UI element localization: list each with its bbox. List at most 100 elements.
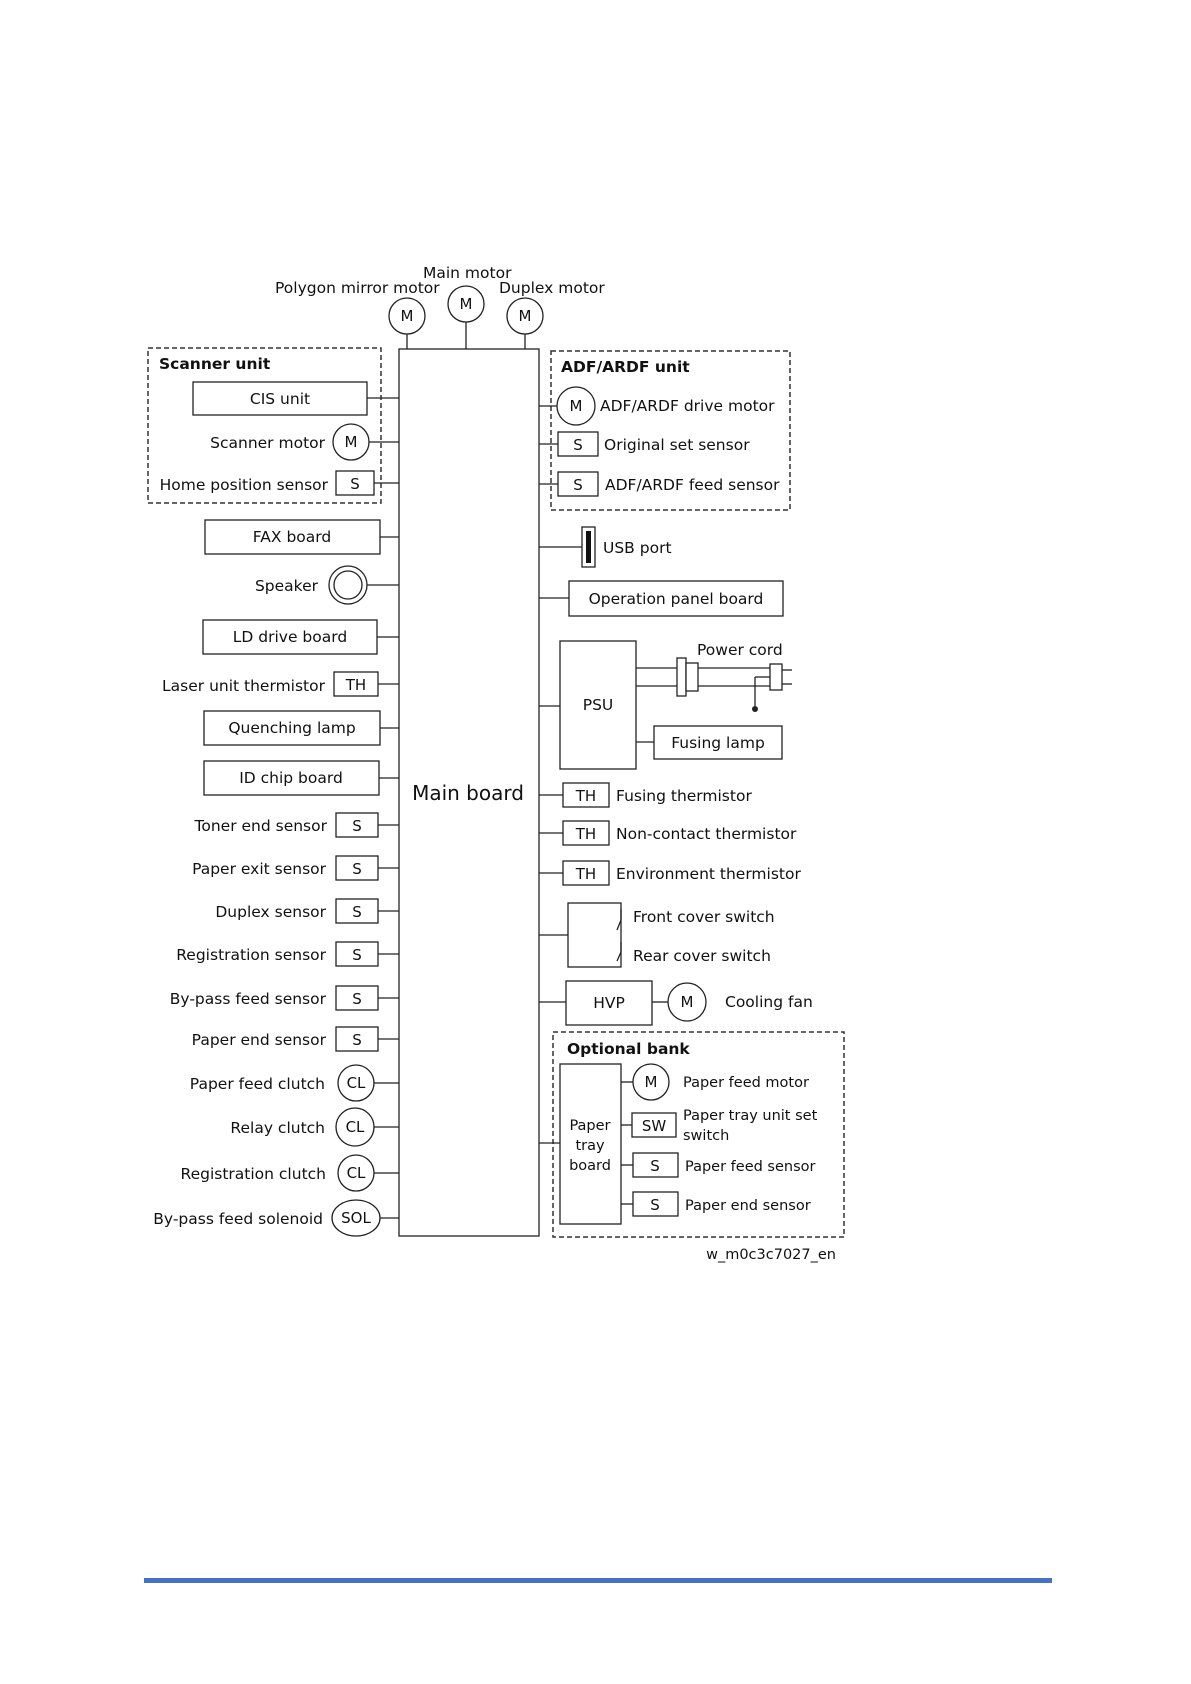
fusing-lamp-box	[653, 725, 783, 760]
polygon-mirror-motor-label: Polygon mirror motor	[275, 279, 440, 297]
main-motor-label: Main motor	[423, 264, 512, 282]
bypass-feed-solenoid-label: By-pass feed solenoid	[153, 1210, 323, 1228]
duplex-sensor-symbol	[335, 898, 379, 924]
original-set-sensor-label: Original set sensor	[604, 436, 750, 454]
fax-board-label: FAX board	[253, 528, 331, 546]
cis-unit-box	[192, 381, 368, 416]
operation-panel-board-box	[568, 580, 784, 617]
opt-paper-feed-sensor-label: Paper feed sensor	[685, 1159, 816, 1175]
hvp-label: HVP	[593, 994, 625, 1012]
power-plug-icon	[769, 663, 783, 691]
usb-port-icon-inner	[586, 531, 591, 563]
right-components: USB port Operation panel board PSU Power…	[539, 526, 813, 1026]
left-components: FAX board Speaker LD drive board Laser u…	[153, 519, 399, 1237]
paper-end-sensor-symbol	[335, 1026, 379, 1052]
toner-end-sensor-s: S	[352, 817, 362, 835]
ground-icon	[752, 706, 758, 712]
id-chip-board-label: ID chip board	[239, 769, 343, 787]
bypass-feed-sensor-label: By-pass feed sensor	[170, 990, 327, 1008]
adf-unit: ADF/ARDF unit M ADF/ARDF drive motor S O…	[539, 350, 791, 511]
original-set-sensor-s: S	[573, 436, 583, 454]
paper-feed-clutch-cl: CL	[347, 1074, 366, 1092]
power-cord-connector-body	[685, 662, 699, 692]
opt-paper-end-sensor-symbol	[632, 1191, 679, 1217]
operation-panel-board-label: Operation panel board	[589, 590, 764, 608]
cooling-fan-label: Cooling fan	[725, 993, 813, 1011]
main-board	[398, 348, 540, 1237]
bypass-feed-solenoid-sol: SOL	[341, 1209, 371, 1227]
noncontact-thermistor-th: TH	[575, 825, 596, 843]
main-motor-m: M	[460, 295, 473, 313]
environment-thermistor-symbol	[562, 860, 610, 886]
duplex-sensor-label: Duplex sensor	[215, 903, 326, 921]
paper-end-sensor-label: Paper end sensor	[192, 1031, 327, 1049]
power-cord-connector	[676, 657, 687, 697]
opt-paper-end-sensor-label: Paper end sensor	[685, 1198, 811, 1214]
bypass-feed-sensor-symbol	[335, 985, 379, 1011]
scanner-unit: Scanner unit CIS unit Scanner motor M Ho…	[147, 347, 399, 504]
figure-id: w_m0c3c7027_en	[706, 1247, 836, 1263]
paper-exit-sensor-s: S	[352, 860, 362, 878]
scanner-motor-m: M	[345, 433, 358, 451]
optional-bank: Optional bank Paper tray board M Paper f…	[539, 1031, 845, 1238]
quenching-lamp-label: Quenching lamp	[228, 719, 355, 737]
footer-rule	[144, 1578, 1052, 1583]
adf-feed-sensor-label: ADF/ARDF feed sensor	[605, 476, 780, 494]
fusing-lamp-label: Fusing lamp	[671, 734, 765, 752]
ld-drive-board-box	[202, 619, 378, 655]
adf-feed-sensor-symbol	[557, 471, 599, 497]
home-position-sensor-label: Home position sensor	[160, 476, 329, 494]
adf-drive-motor-m: M	[570, 397, 583, 415]
toner-end-sensor-symbol	[335, 812, 379, 838]
adf-drive-motor-symbol	[556, 386, 596, 426]
tray-unit-set-switch-sw: SW	[642, 1117, 667, 1135]
paper-tray-board-label-3: board	[569, 1158, 611, 1174]
paper-exit-sensor-label: Paper exit sensor	[192, 860, 327, 878]
psu-box	[559, 640, 637, 770]
cooling-fan-symbol	[667, 982, 707, 1022]
opt-paper-feed-sensor-symbol	[632, 1152, 679, 1178]
optional-bank-title: Optional bank	[567, 1040, 690, 1058]
registration-sensor-label: Registration sensor	[176, 946, 326, 964]
quenching-lamp-box	[203, 710, 381, 746]
duplex-motor-label: Duplex motor	[499, 279, 605, 297]
registration-sensor-symbol	[335, 941, 379, 967]
registration-sensor-s: S	[352, 946, 362, 964]
paper-tray-board-box	[559, 1063, 622, 1225]
duplex-motor-m: M	[519, 307, 532, 325]
tray-unit-set-switch-label-1: Paper tray unit set	[683, 1108, 818, 1124]
rear-cover-switch-label: Rear cover switch	[633, 947, 771, 965]
paper-feed-motor-label: Paper feed motor	[683, 1075, 809, 1091]
opt-paper-feed-sensor-s: S	[650, 1157, 660, 1175]
fax-board-box	[204, 519, 381, 555]
main-board-label: Main board	[412, 781, 524, 805]
home-position-sensor-s: S	[350, 475, 360, 493]
laser-unit-thermistor-th: TH	[345, 676, 366, 694]
hvp-box	[565, 980, 653, 1026]
paper-tray-board-label-1: Paper	[569, 1118, 610, 1134]
paper-feed-motor-symbol	[632, 1063, 670, 1101]
scanner-unit-frame	[147, 347, 382, 504]
paper-feed-motor-m: M	[645, 1073, 658, 1091]
paper-tray-board-label-2: tray	[575, 1138, 605, 1154]
cis-unit-label: CIS unit	[250, 390, 310, 408]
registration-clutch-cl: CL	[347, 1164, 366, 1182]
tray-unit-set-switch-symbol	[631, 1112, 677, 1138]
noncontact-thermistor-label: Non-contact thermistor	[616, 825, 797, 843]
optional-bank-frame	[552, 1031, 845, 1238]
polygon-mirror-motor-m: M	[401, 307, 414, 325]
fusing-thermistor-symbol	[562, 782, 610, 808]
relay-clutch-cl: CL	[346, 1118, 365, 1136]
power-cord-label: Power cord	[697, 641, 783, 659]
id-chip-board-box	[203, 760, 380, 796]
fusing-thermistor-th: TH	[575, 787, 596, 805]
front-cover-switch-label: Front cover switch	[633, 908, 775, 926]
speaker-label: Speaker	[255, 577, 319, 595]
noncontact-thermistor-symbol	[562, 820, 610, 846]
laser-unit-thermistor-symbol	[333, 671, 379, 697]
laser-unit-thermistor-label: Laser unit thermistor	[162, 677, 326, 695]
home-position-sensor-symbol	[335, 470, 375, 496]
adf-drive-motor-label: ADF/ARDF drive motor	[600, 397, 775, 415]
toner-end-sensor-label: Toner end sensor	[194, 817, 328, 835]
